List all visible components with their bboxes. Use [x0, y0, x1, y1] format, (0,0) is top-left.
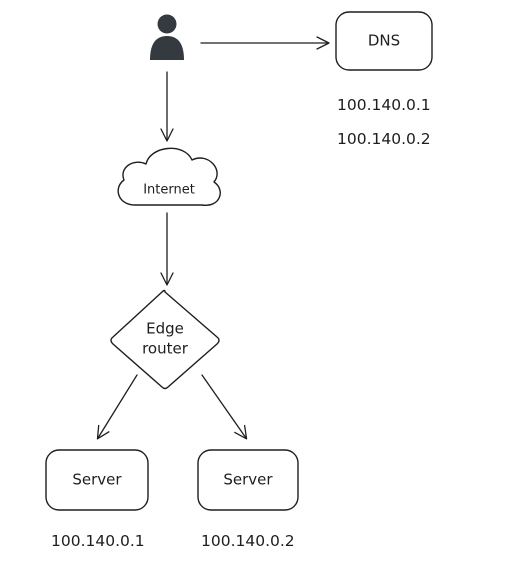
arrow-router-to-server-right: [201, 374, 248, 440]
dns-ip-2: 100.140.0.2: [337, 130, 431, 148]
server-left-label: Server: [72, 471, 122, 489]
dns-label: DNS: [368, 32, 400, 50]
user-icon: [150, 14, 184, 60]
dns-node: DNS: [335, 11, 433, 71]
internet-node: Internet: [117, 147, 221, 206]
server-right-ip: 100.140.0.2: [201, 532, 295, 550]
server-right-label: Server: [223, 471, 273, 489]
dns-ip-1: 100.140.0.1: [337, 96, 431, 114]
server-right-node: Server: [197, 449, 299, 511]
edge-router-node: Edge router: [110, 289, 220, 390]
arrow-router-to-server-left: [96, 374, 138, 440]
server-left-node: Server: [45, 449, 149, 511]
server-left-ip: 100.140.0.1: [51, 532, 145, 550]
internet-label: Internet: [143, 183, 195, 198]
edge-router-label-line2: router: [142, 340, 189, 358]
cloud-icon: [117, 147, 221, 206]
edge-router-label-line1: Edge: [146, 320, 184, 338]
